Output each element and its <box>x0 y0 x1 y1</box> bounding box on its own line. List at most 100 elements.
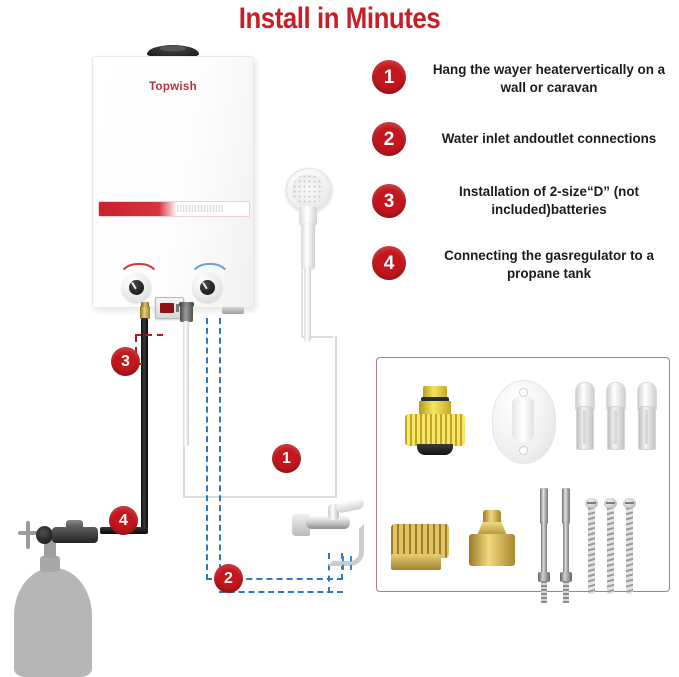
knob-pointer-icon <box>130 281 137 290</box>
heater-red-band <box>98 201 250 217</box>
screw-head-icon <box>604 498 617 509</box>
rod-shaft-icon <box>541 522 547 574</box>
water-inlet-connector <box>179 302 194 322</box>
cold-water-dashed-line-bottom-a <box>206 578 343 580</box>
propane-tank <box>14 568 92 677</box>
faucet-spout-icon <box>328 524 364 566</box>
anchor-body-icon <box>607 406 625 450</box>
steps-list: 1 Hang the wayer heatervertically on a w… <box>372 60 676 308</box>
step-text-1: Hang the wayer heatervertically on a wal… <box>432 62 666 96</box>
gas-hose-vertical <box>141 318 148 533</box>
adapter-mid-icon <box>419 401 451 417</box>
hot-water-pipe-vertical <box>301 262 303 338</box>
hot-water-pipe-top <box>301 336 333 338</box>
screw-head-icon <box>623 498 636 509</box>
screw-shaft-icon <box>588 508 595 594</box>
screw-icon <box>585 498 598 594</box>
water-heater-unit: Topwish <box>92 56 254 319</box>
step-text-3: Installation of 2-size“D” (not included)… <box>458 184 640 218</box>
wall-faucet <box>292 497 370 572</box>
step-item-2: 2 Water inlet andoutlet connections <box>372 122 676 184</box>
rod-top-icon <box>562 488 570 524</box>
brass-hex-nut-icon <box>469 534 515 566</box>
anchor-body-icon <box>576 406 594 450</box>
diagram-marker-4: 4 <box>109 506 138 535</box>
holder-screw-hole-icon <box>519 446 528 455</box>
faucet-stem-icon <box>328 504 339 520</box>
accessory-shower-holder <box>492 374 556 470</box>
step-badge-4: 4 <box>372 246 406 280</box>
battery-callout-dashed-line <box>135 336 137 364</box>
cold-water-dashed-riser-b <box>328 553 330 593</box>
water-drip-icon <box>342 556 344 570</box>
page-title: Install in Minutes <box>238 2 441 35</box>
step-badge-3: 3 <box>372 184 406 218</box>
diagram-marker-2: 2 <box>214 564 243 593</box>
water-flow-knob[interactable] <box>193 273 222 302</box>
water-inlet-pipe <box>183 321 189 446</box>
adapter-top-icon <box>423 386 447 398</box>
water-drip-icon <box>350 556 352 570</box>
diagram-marker-1: 1 <box>272 444 301 473</box>
accessories-box <box>376 357 670 603</box>
rod-nut-icon <box>538 572 550 582</box>
mounting-rod-icon <box>537 488 551 603</box>
tank-collar-icon <box>40 556 60 572</box>
screw-icon <box>623 498 636 594</box>
step-badge-1: 1 <box>372 60 406 94</box>
shower-neck-icon <box>299 206 317 226</box>
lcd-indicator-icon <box>176 304 179 312</box>
wall-anchor-icon <box>606 382 626 450</box>
adapter-oring-icon <box>421 397 449 402</box>
accessory-mounting-rods <box>537 488 587 608</box>
mounting-rod-icon <box>559 488 573 603</box>
accessory-brass-fitting-nut <box>465 504 521 574</box>
screw-shaft-icon <box>626 508 633 594</box>
brand-logo: Topwish <box>149 81 197 93</box>
hot-water-outlet-connector <box>222 307 244 314</box>
gas-inlet-connector <box>140 302 150 319</box>
shower-hose <box>304 266 311 342</box>
cold-water-dashed-line-right <box>219 318 221 580</box>
rod-top-icon <box>540 488 548 524</box>
adapter-nut-icon <box>405 414 465 446</box>
regulator-handle-icon <box>26 521 30 549</box>
screw-icon <box>604 498 617 594</box>
rod-nut-icon <box>560 572 572 582</box>
shower-handle-icon <box>301 222 315 270</box>
temperature-arc-icon <box>117 263 161 285</box>
step-item-1: 1 Hang the wayer heatervertically on a w… <box>372 60 676 122</box>
lcd-screen-icon <box>160 303 174 313</box>
accessory-screws <box>585 498 655 598</box>
cold-water-dashed-line-left <box>206 318 208 580</box>
handheld-shower-head <box>286 168 332 270</box>
step-text-2: Water inlet andoutlet connections <box>441 131 657 146</box>
faucet-lever-handle[interactable] <box>335 497 365 514</box>
wall-anchor-icon <box>637 382 657 450</box>
holder-screw-hole-icon <box>519 388 528 397</box>
accessory-hose-adapter <box>395 372 475 462</box>
screw-head-icon <box>585 498 598 509</box>
accessory-brass-fitting-large <box>391 504 453 574</box>
step-item-3: 3 Installation of 2-size“D” (not include… <box>372 184 676 246</box>
adapter-base-icon <box>417 444 453 455</box>
temperature-knob[interactable] <box>122 273 151 302</box>
cold-water-dashed-line-bottom-b <box>219 591 343 593</box>
faucet-wall-mount-icon <box>292 514 310 536</box>
wall-anchor-icon <box>575 382 595 450</box>
rod-shaft-icon <box>563 522 569 574</box>
accessory-wall-anchors <box>575 382 657 452</box>
gas-regulator <box>52 527 98 543</box>
regulator-handle-cross-icon <box>18 531 38 535</box>
rod-thread-icon <box>563 581 569 603</box>
step-text-4: Connecting the gasregulator to a propane… <box>444 248 654 282</box>
regulator-knob[interactable] <box>36 526 53 544</box>
heater-grille-icon <box>177 205 223 212</box>
tank-valve-icon <box>44 540 56 558</box>
diagram-marker-3: 3 <box>111 347 140 376</box>
flow-arc-icon <box>188 263 232 285</box>
holder-slot-icon <box>512 396 534 442</box>
regulator-cap-icon <box>66 520 83 529</box>
step-item-4: 4 Connecting the gasregulator to a propa… <box>372 246 676 308</box>
